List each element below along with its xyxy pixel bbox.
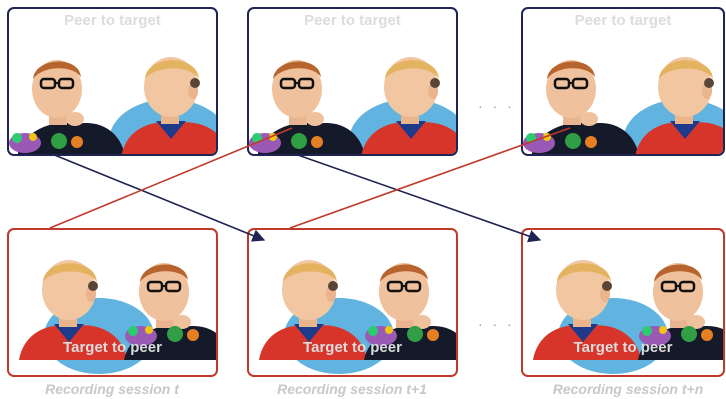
- panel-title: Peer to target: [574, 12, 672, 29]
- panel-target-to-peer-t: Target to peer: [7, 228, 218, 377]
- panel-title: Target to peer: [303, 339, 402, 356]
- caption-session-t1: Recording session t+1: [277, 381, 427, 397]
- caption-session-tn: Recording session t+n: [552, 381, 704, 397]
- ellipsis-bottom: · · ·: [478, 316, 515, 332]
- ellipsis-top: · · ·: [478, 98, 515, 114]
- panel-title: Target to peer: [63, 339, 162, 356]
- panel-title: Peer to target: [64, 12, 161, 29]
- panel-title: Target to peer: [573, 339, 673, 356]
- panel-target-to-peer-tn: Target to peer: [521, 228, 725, 377]
- panel-title: Peer to target: [304, 12, 401, 29]
- panel-target-to-peer-t1: Target to peer: [247, 228, 458, 377]
- panel-peer-to-target-tn: Peer to target: [521, 7, 725, 156]
- panel-peer-to-target-t1: Peer to target: [247, 7, 458, 156]
- arrow-top-t1-to-bottom-tn: [294, 153, 542, 243]
- arrow-bottom-t1-to-top-tn: [289, 127, 571, 229]
- caption-session-t: Recording session t: [45, 381, 179, 397]
- arrow-top-t-to-bottom-t1: [51, 153, 266, 242]
- arrow-bottom-t-to-top-t1: [49, 127, 293, 229]
- panel-peer-to-target-t: Peer to target: [7, 7, 218, 156]
